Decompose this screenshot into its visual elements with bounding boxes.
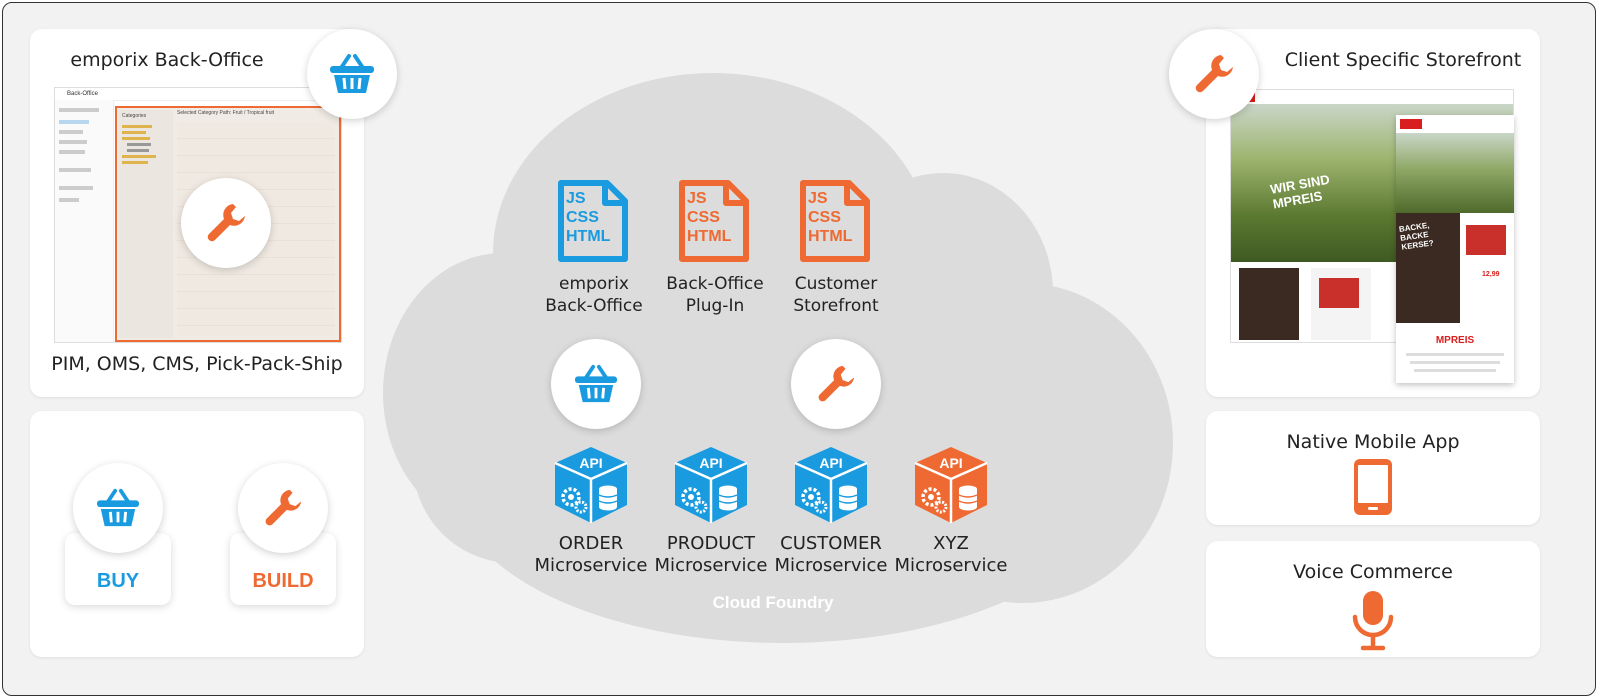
buy-label: BUY: [96, 570, 140, 592]
storefront-panel: Client Specific Storefront WIR SIND MPRE…: [1206, 29, 1540, 397]
mini-category-tree: Categories: [119, 110, 173, 338]
file-caption: emporix: [559, 274, 629, 294]
file-line-js: JS: [808, 190, 828, 207]
mini-app-header: Back-Office: [55, 88, 341, 101]
file-line-js: JS: [566, 190, 586, 207]
file-caption: Back-Office: [666, 274, 764, 294]
crate-image: [1319, 278, 1359, 308]
wrench-icon: [1195, 55, 1233, 93]
api-badge: API: [939, 455, 963, 471]
code-file-icon: [800, 180, 870, 262]
file-line-css: CSS: [566, 209, 599, 226]
file-line-css: CSS: [808, 209, 841, 226]
cloud-wrench-badge: [791, 339, 881, 429]
mobile-app-panel: Native Mobile App: [1206, 411, 1540, 525]
storefront-wrench-badge: [1169, 29, 1259, 119]
file-caption: Customer: [794, 274, 878, 294]
api-badge: API: [699, 455, 723, 471]
file-caption: Storefront: [793, 296, 879, 316]
api-badge: API: [819, 455, 843, 471]
api-badge: API: [579, 455, 603, 471]
build-button[interactable]: BUILD: [230, 533, 336, 605]
file-line-html: HTML: [566, 228, 611, 245]
hero-text: WIR SIND MPREIS: [1269, 171, 1331, 212]
file-line-html: HTML: [808, 228, 853, 245]
microservice-sub: Microservice: [894, 555, 1008, 576]
storefront-title: Client Specific Storefront: [1284, 49, 1522, 71]
smartphone-icon: [1354, 459, 1392, 515]
microservice-sub: Microservice: [774, 555, 888, 576]
storefront-mobile-screenshot: BACKE, BACKE KERSE? 12,99 MPREIS: [1396, 115, 1514, 383]
microservice-name: ORDER: [558, 533, 624, 554]
voice-commerce-title: Voice Commerce: [1293, 561, 1453, 583]
mini-categories-label: Categories: [122, 113, 147, 119]
microservice-name: XYZ: [933, 533, 969, 554]
backoffice-subtitle: PIM, OMS, CMS, Pick-Pack-Ship: [51, 353, 343, 375]
backoffice-wrench-badge: [181, 178, 271, 268]
microservice-name: CUSTOMER: [780, 533, 882, 554]
backoffice-title: emporix Back-Office: [70, 49, 264, 71]
cloud-foundry-label: Cloud Foundry: [712, 593, 834, 612]
file-line-js: JS: [687, 190, 707, 207]
basket-icon: [97, 488, 139, 527]
microphone-icon: [1352, 591, 1394, 651]
mini-path-label: Selected Category Path: Fruit / Tropical…: [177, 110, 274, 116]
basket-icon: [330, 54, 374, 93]
promo-text: BACKE, BACKE KERSE?: [1398, 220, 1435, 252]
basket-icon: [575, 364, 617, 403]
file-line-html: HTML: [687, 228, 732, 245]
file-caption: Plug-In: [685, 296, 745, 316]
wrench-icon: [207, 204, 245, 242]
backoffice-basket-badge: [307, 29, 397, 119]
file-line-css: CSS: [687, 209, 720, 226]
mini-sidebar: [55, 100, 114, 342]
cloud-basket-badge: [551, 339, 641, 429]
microservice-name: PRODUCT: [666, 533, 756, 554]
file-caption: Back-Office: [545, 296, 643, 316]
brand-text: MPREIS: [1435, 335, 1475, 346]
voice-commerce-panel: Voice Commerce: [1206, 541, 1540, 657]
wrench-icon: [818, 365, 855, 402]
microservice-sub: Microservice: [654, 555, 768, 576]
wrench-icon: [265, 489, 302, 526]
code-file-icon: [558, 180, 628, 262]
mobile-app-title: Native Mobile App: [1286, 431, 1460, 453]
price-text: 12,99: [1482, 271, 1500, 278]
microservice-sub: Microservice: [534, 555, 648, 576]
build-wrench-badge: [238, 463, 328, 553]
promo-tile: [1239, 268, 1299, 340]
build-label: BUILD: [252, 570, 314, 592]
code-file-icon: [679, 180, 749, 262]
buy-basket-badge: [73, 463, 163, 553]
